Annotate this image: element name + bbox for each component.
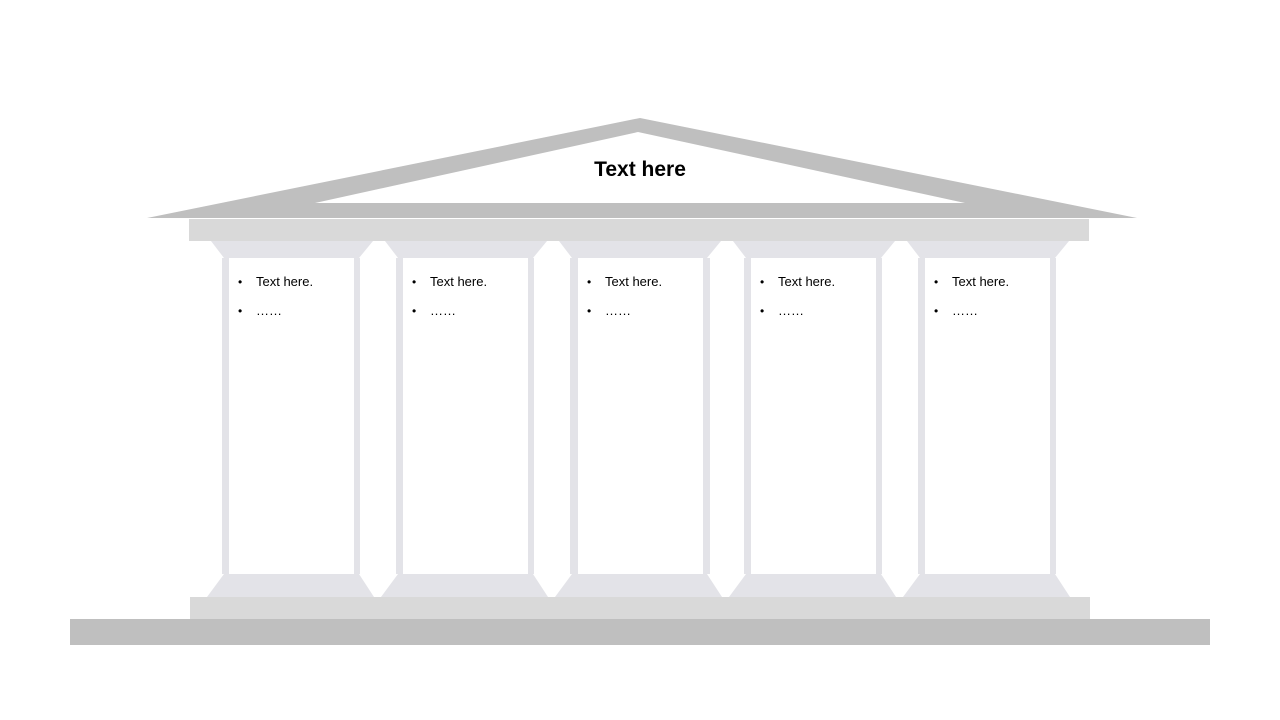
column-5-panel: Text here. ……: [925, 258, 1050, 574]
column-3-list: Text here. ……: [587, 274, 703, 319]
list-item: ……: [412, 303, 528, 319]
column-3-panel: Text here. ……: [578, 258, 703, 574]
column-5-capital: [907, 241, 1069, 258]
column-4-base: [729, 574, 896, 597]
column-1-panel: Text here. ……: [229, 258, 354, 574]
pediment-inner: [315, 132, 965, 203]
column-3-base: [555, 574, 722, 597]
column-2-panel: Text here. ……: [403, 258, 528, 574]
column-1-capital: [211, 241, 373, 258]
list-item: Text here.: [238, 274, 354, 290]
list-item: Text here.: [412, 274, 528, 290]
column-4-list: Text here. ……: [760, 274, 876, 319]
column-4-panel: Text here. ……: [751, 258, 876, 574]
entablature: [189, 219, 1089, 241]
column-4-capital: [733, 241, 895, 258]
plinth: [190, 597, 1090, 619]
column-3-capital: [559, 241, 721, 258]
list-item: Text here.: [760, 274, 876, 290]
column-5-base: [903, 574, 1070, 597]
pediment-title: Text here: [594, 158, 686, 181]
list-item: ……: [587, 303, 703, 319]
list-item: Text here.: [587, 274, 703, 290]
foundation: [70, 619, 1210, 645]
column-5-list: Text here. ……: [934, 274, 1050, 319]
column-1-base: [207, 574, 374, 597]
list-item: ……: [934, 303, 1050, 319]
column-2-base: [381, 574, 548, 597]
column-1-list: Text here. ……: [238, 274, 354, 319]
list-item: ……: [238, 303, 354, 319]
list-item: Text here.: [934, 274, 1050, 290]
column-2-capital: [385, 241, 547, 258]
list-item: ……: [760, 303, 876, 319]
column-2-list: Text here. ……: [412, 274, 528, 319]
